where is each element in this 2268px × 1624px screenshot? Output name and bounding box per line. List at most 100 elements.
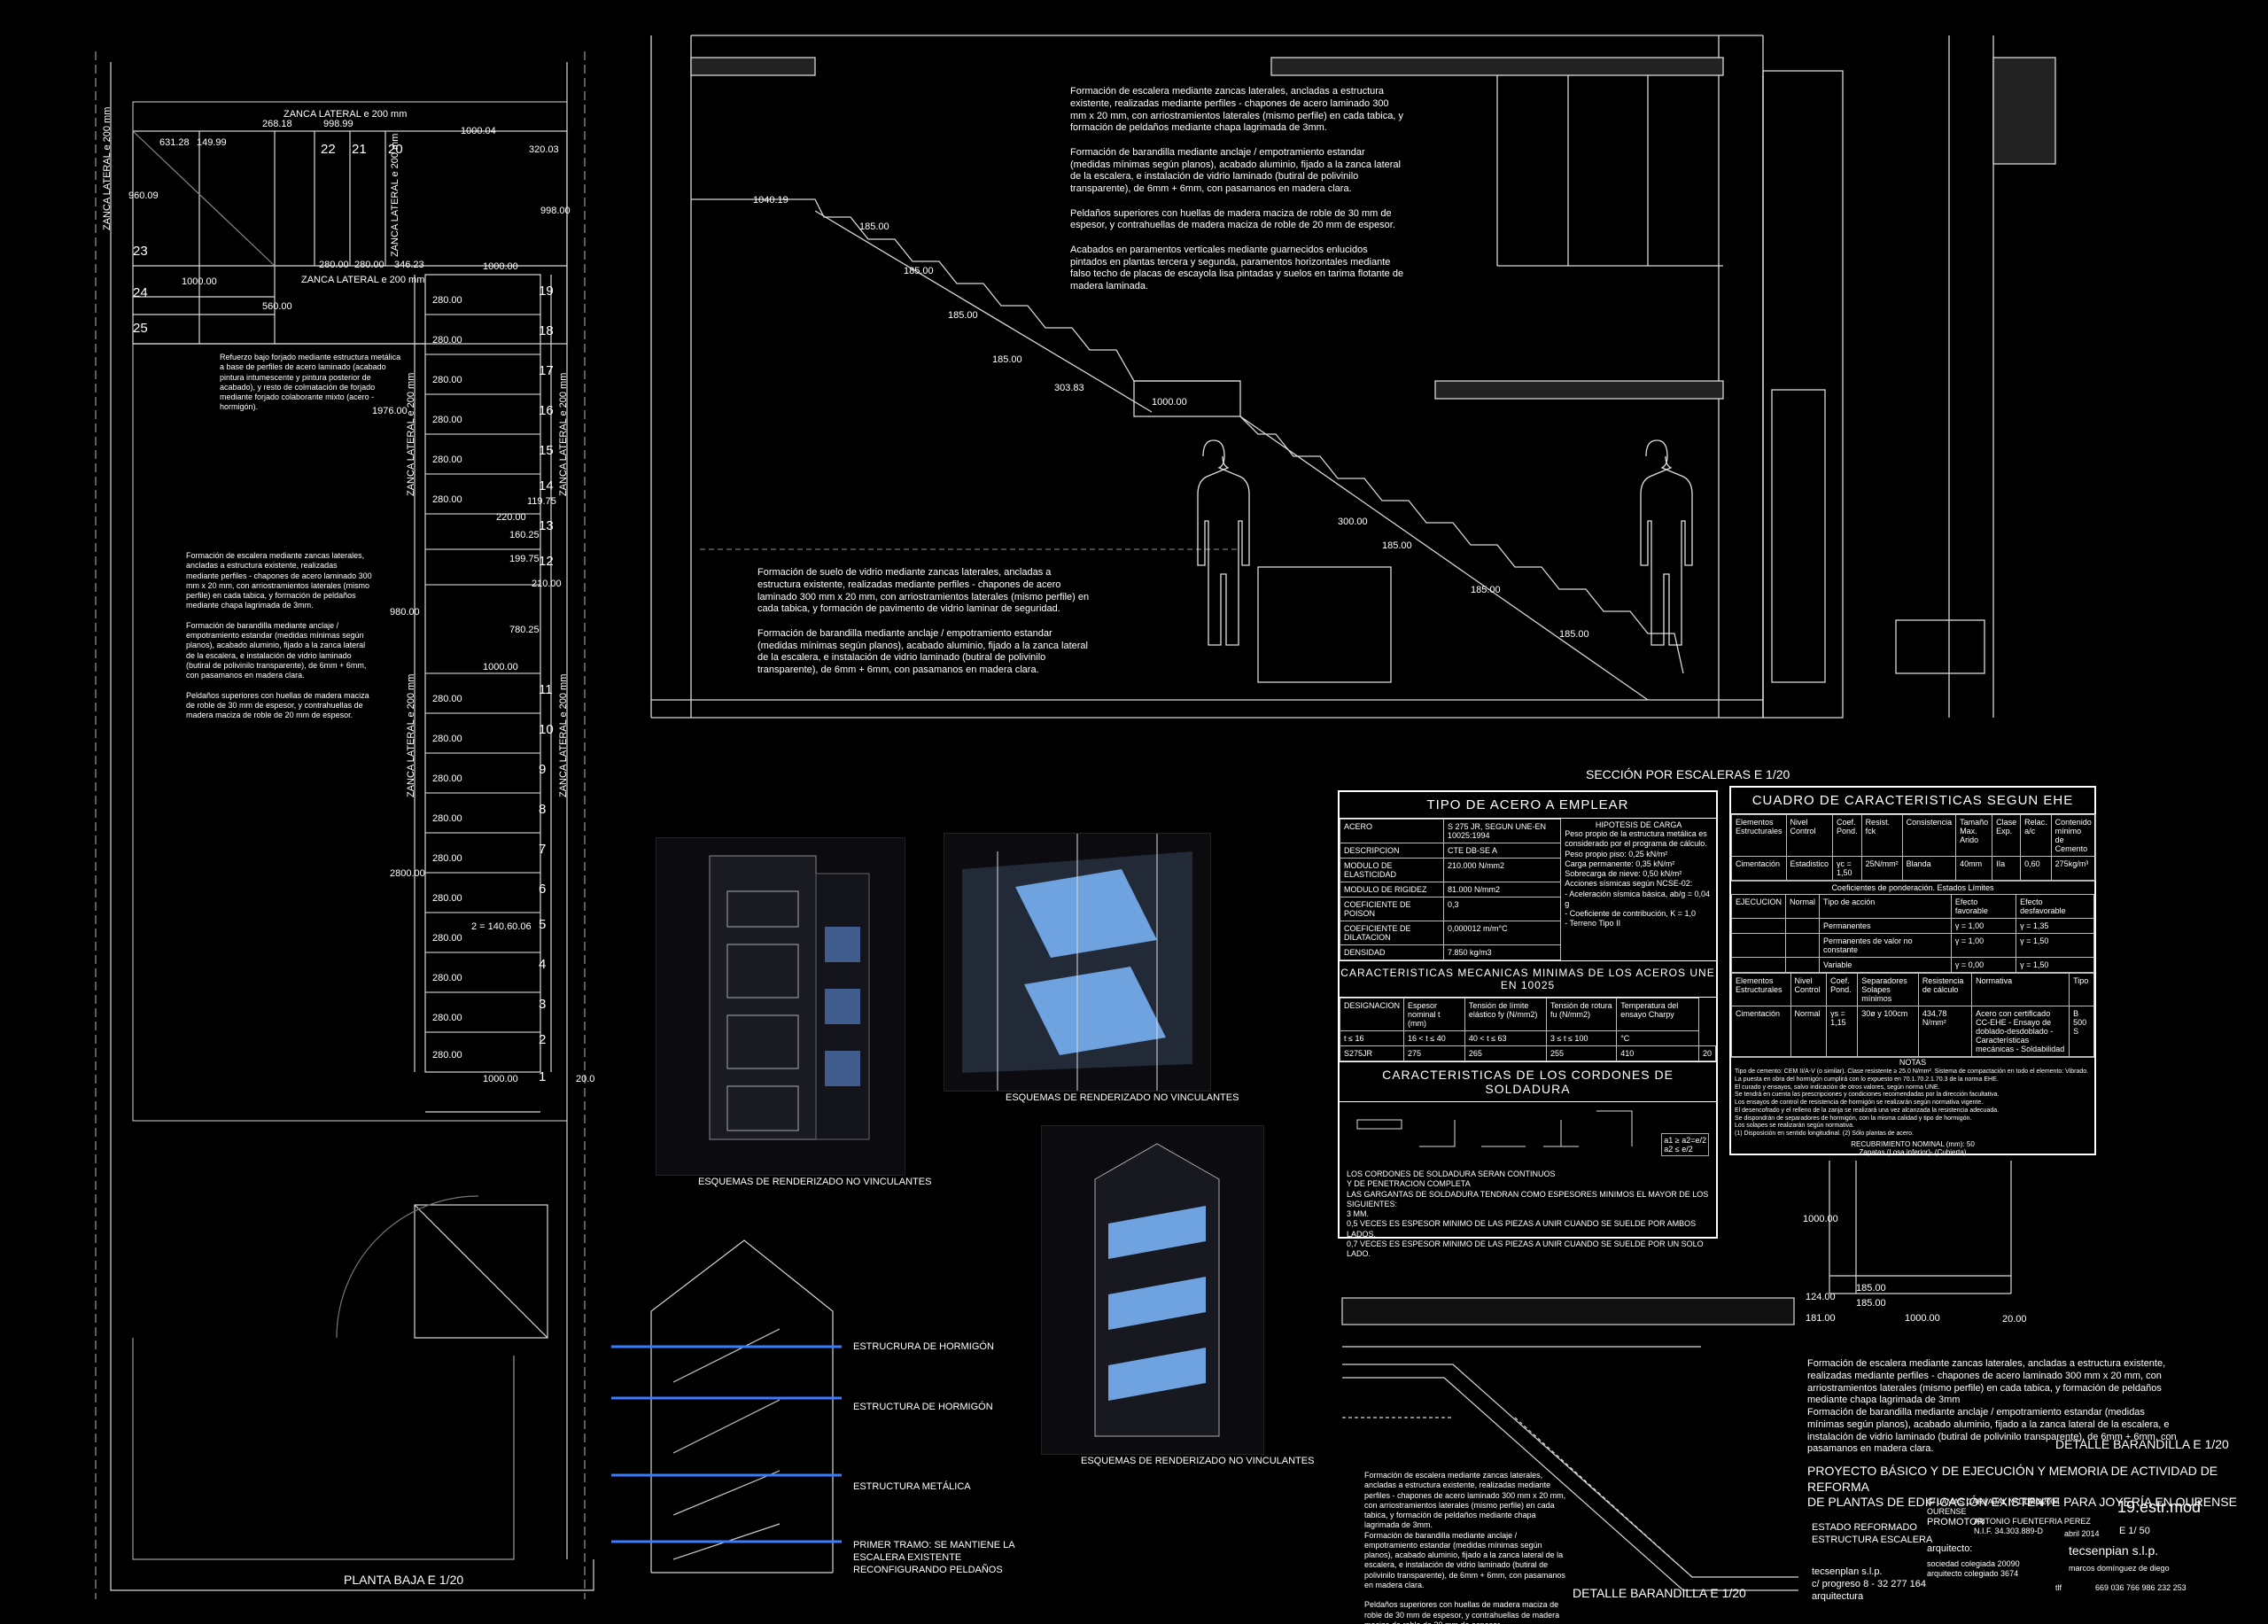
dim: 124.00 bbox=[1806, 1292, 1836, 1302]
dim: 303.83 bbox=[1054, 383, 1084, 393]
render-facade bbox=[656, 837, 905, 1176]
dim: 268.18 bbox=[262, 119, 292, 129]
scale: E 1/ 50 bbox=[2119, 1526, 2150, 1536]
section-caption: SECCIÓN POR ESCALERAS E 1/20 bbox=[1586, 767, 1790, 781]
dim: 185.00 bbox=[904, 266, 934, 276]
weld-key: a2 ≤ e/2 bbox=[1664, 1145, 1693, 1154]
step-dim: 280.00 bbox=[432, 335, 462, 346]
dim: 185.00 bbox=[1382, 540, 1412, 551]
dim: 1040.19 bbox=[753, 195, 788, 206]
step-number: 3 bbox=[539, 997, 547, 1012]
note-refuerzo: Refuerzo bajo forjado mediante estructur… bbox=[220, 353, 401, 412]
dim: 185.00 bbox=[1559, 629, 1589, 640]
step-number: 9 bbox=[539, 762, 547, 777]
step-dim: 280.00 bbox=[432, 853, 462, 864]
zanca-label-top: ZANCA LATERAL e 200 mm bbox=[284, 109, 408, 120]
render-facade-drawing bbox=[709, 855, 870, 1140]
step-dim: 280.00 bbox=[432, 375, 462, 385]
dim: 1000.00 bbox=[1152, 397, 1187, 408]
render-stair bbox=[944, 833, 1211, 1092]
dim: 185.00 bbox=[859, 221, 889, 232]
dim: 346.23 bbox=[394, 260, 424, 270]
human-figures bbox=[1197, 439, 1693, 646]
step-dim: 280.00 bbox=[432, 455, 462, 465]
ehe-foot: Zapatas (Losa inferior)- (Cubierta) bbox=[1859, 1147, 1967, 1156]
dim: 185.00 bbox=[992, 354, 1022, 365]
step-number: 1 bbox=[539, 1069, 547, 1084]
step-number: 19 bbox=[539, 284, 554, 299]
schema-levels bbox=[611, 1345, 842, 1543]
dim: 560.00 bbox=[262, 301, 292, 312]
zanca-label-rotated: ZANCA LATERAL e 200 mm bbox=[558, 673, 569, 797]
render-cutaway bbox=[1041, 1125, 1264, 1455]
promotor-label: PROMOTOR bbox=[1927, 1517, 1984, 1527]
ehe-coef: Coeficientes de ponderación. Estados Lím… bbox=[1731, 881, 2094, 894]
dim: 960.09 bbox=[128, 190, 159, 201]
dim: 320.03 bbox=[529, 144, 559, 155]
zanca-label-rotated: ZANCA LATERAL e 200 mm bbox=[406, 673, 416, 797]
dim: 1000.00 bbox=[1803, 1214, 1838, 1224]
step-dim: 280.00 bbox=[432, 1013, 462, 1023]
date: abril 2014 bbox=[2064, 1529, 2100, 1538]
zanca-label-rotated: ZANCA LATERAL e 200 mm bbox=[102, 106, 113, 230]
step-dim: 280.00 bbox=[432, 893, 462, 904]
render-stair-drawing bbox=[962, 834, 1192, 1091]
landing-number: 20 bbox=[388, 142, 403, 157]
dim: 780.25 bbox=[509, 625, 540, 635]
render-cutaway-drawing bbox=[1094, 1143, 1220, 1437]
weld-text: LOS CORDONES DE SOLDADURA SERAN CONTINUO… bbox=[1347, 1169, 1709, 1258]
dim: 149.99 bbox=[197, 137, 227, 148]
step-number: 2 bbox=[539, 1032, 547, 1047]
note-escalera-plan: Formación de escalera mediante zancas la… bbox=[186, 551, 372, 719]
plan-caption: PLANTA BAJA E 1/20 bbox=[344, 1573, 464, 1587]
zanca-label-rotated: ZANCA LATERAL e 200 mm bbox=[558, 372, 569, 496]
dim: 20.0 bbox=[576, 1074, 595, 1084]
dim: 1000.00 bbox=[483, 662, 518, 672]
dim: 980.00 bbox=[390, 607, 420, 618]
landing-number: 24 bbox=[133, 285, 148, 300]
office: tecsenplan s.l.p. c/ progreso 8 - 32 277… bbox=[1812, 1566, 1927, 1602]
plan-number: 19.estr.mod bbox=[2117, 1498, 2202, 1516]
step-dim: 280.00 bbox=[432, 415, 462, 425]
schema-label: PRIMER TRAMO: SE MANTIENE LA ESCALERA EX… bbox=[853, 1540, 1015, 1575]
dim: 185.00 bbox=[1471, 585, 1501, 595]
step-number: 4 bbox=[539, 957, 547, 972]
dim: 300.00 bbox=[1338, 517, 1368, 527]
stair-section bbox=[650, 35, 2056, 719]
project-address: C/ LAMAS CARVAJAL Nº12 (40) OURENSE bbox=[1927, 1497, 2043, 1517]
schema-label: ESTRUCTURA DE HORMIGÓN bbox=[853, 1402, 993, 1412]
dim: 998.00 bbox=[540, 206, 571, 216]
hyp-text: Peso propio de la estructura metálica es… bbox=[1565, 829, 1711, 929]
notas-text: Tipo de cemento: CEM II/A-V (o similar).… bbox=[1735, 1068, 2089, 1137]
step-dim: 280.00 bbox=[432, 813, 462, 824]
step-number: 17 bbox=[539, 363, 554, 378]
drawing-title: ESTADO REFORMADO ESTRUCTURA ESCALERA bbox=[1812, 1522, 1933, 1545]
step-dim: 280.00 bbox=[432, 494, 462, 505]
architect-name: marcos domínguez de diego bbox=[2069, 1564, 2170, 1573]
firm-sub: sociedad colegiada 20090 arquitecto cole… bbox=[1927, 1559, 2020, 1579]
dim: 1976.00 bbox=[372, 406, 408, 416]
render-caption: ESQUEMAS DE RENDERIZADO NO VINCULANTES bbox=[698, 1177, 932, 1187]
landing-number: 22 bbox=[321, 142, 336, 157]
step-number: 6 bbox=[539, 882, 547, 897]
dim: 199.75 bbox=[509, 554, 540, 564]
schema-section bbox=[650, 1239, 834, 1573]
step-number: 10 bbox=[539, 722, 554, 737]
notas-title: NOTAS bbox=[1731, 1057, 2094, 1067]
mech-title: CARACTERISTICAS MECANICAS MINIMAS DE LOS… bbox=[1340, 960, 1716, 998]
step-number: 11 bbox=[539, 682, 553, 697]
step-number: 13 bbox=[539, 518, 554, 533]
baranda2-note: Formación de escalera mediante zancas la… bbox=[1364, 1471, 1566, 1624]
ehe-foot: RECUBRIMIENTO NOMINAL (mm): 50 bbox=[1851, 1139, 1975, 1148]
ehe-table: CUADRO DE CARACTERISTICAS SEGUN EHE Elem… bbox=[1729, 786, 2096, 1156]
step-number: 14 bbox=[539, 478, 554, 493]
dim: 1000.00 bbox=[483, 261, 518, 272]
dim: 998.99 bbox=[323, 119, 353, 129]
step-dim: 280.00 bbox=[432, 933, 462, 944]
step-number: 16 bbox=[539, 403, 554, 418]
render-caption: ESQUEMAS DE RENDERIZADO NO VINCULANTES bbox=[1006, 1092, 1239, 1103]
step-dim: 280.00 bbox=[432, 694, 462, 704]
ehe-table-title: CUADRO DE CARACTERISTICAS SEGUN EHE bbox=[1731, 788, 2094, 814]
